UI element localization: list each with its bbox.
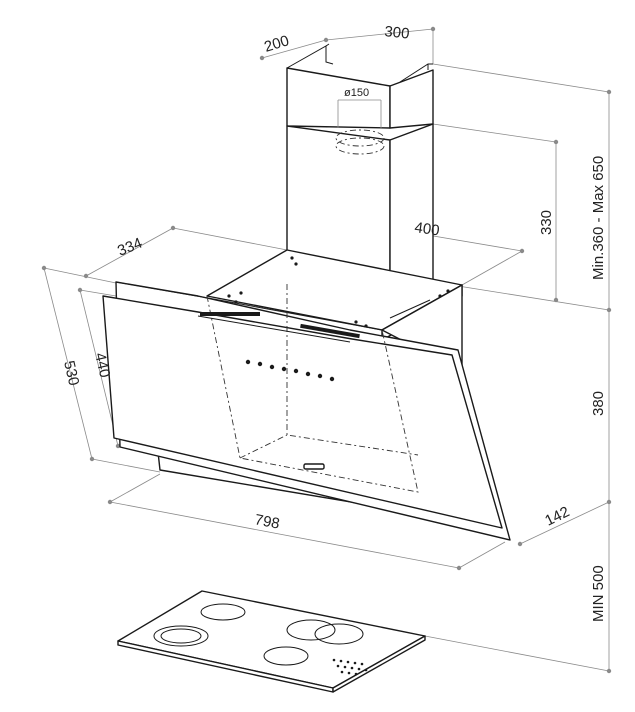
angled-glass-hood <box>102 281 511 541</box>
label-duct-diameter: ø150 <box>344 87 369 99</box>
dimension-labels: 200 300 ø150 330 400 334 530 440 380 Min… <box>60 23 607 622</box>
duct-outlet <box>335 137 385 155</box>
label-chimney-width: 300 <box>384 23 411 43</box>
label-panel-height-inner: 440 <box>91 351 113 379</box>
control-buttons <box>245 359 335 382</box>
ceramic-cooktop <box>117 590 426 693</box>
label-hood-height: 380 <box>590 391 607 416</box>
label-chimney-height: 330 <box>538 210 555 235</box>
label-min-clearance: MIN 500 <box>590 565 607 622</box>
label-hood-width: 798 <box>253 511 281 532</box>
label-hood-depth: 142 <box>542 503 572 529</box>
label-total-range: Min.360 - Max 650 <box>590 156 607 280</box>
light-fixture <box>303 463 325 470</box>
label-canopy-side: 334 <box>115 235 145 260</box>
label-canopy-depth: 400 <box>413 219 440 239</box>
label-panel-height-outer: 530 <box>60 359 82 387</box>
label-chimney-depth: 200 <box>262 32 291 56</box>
